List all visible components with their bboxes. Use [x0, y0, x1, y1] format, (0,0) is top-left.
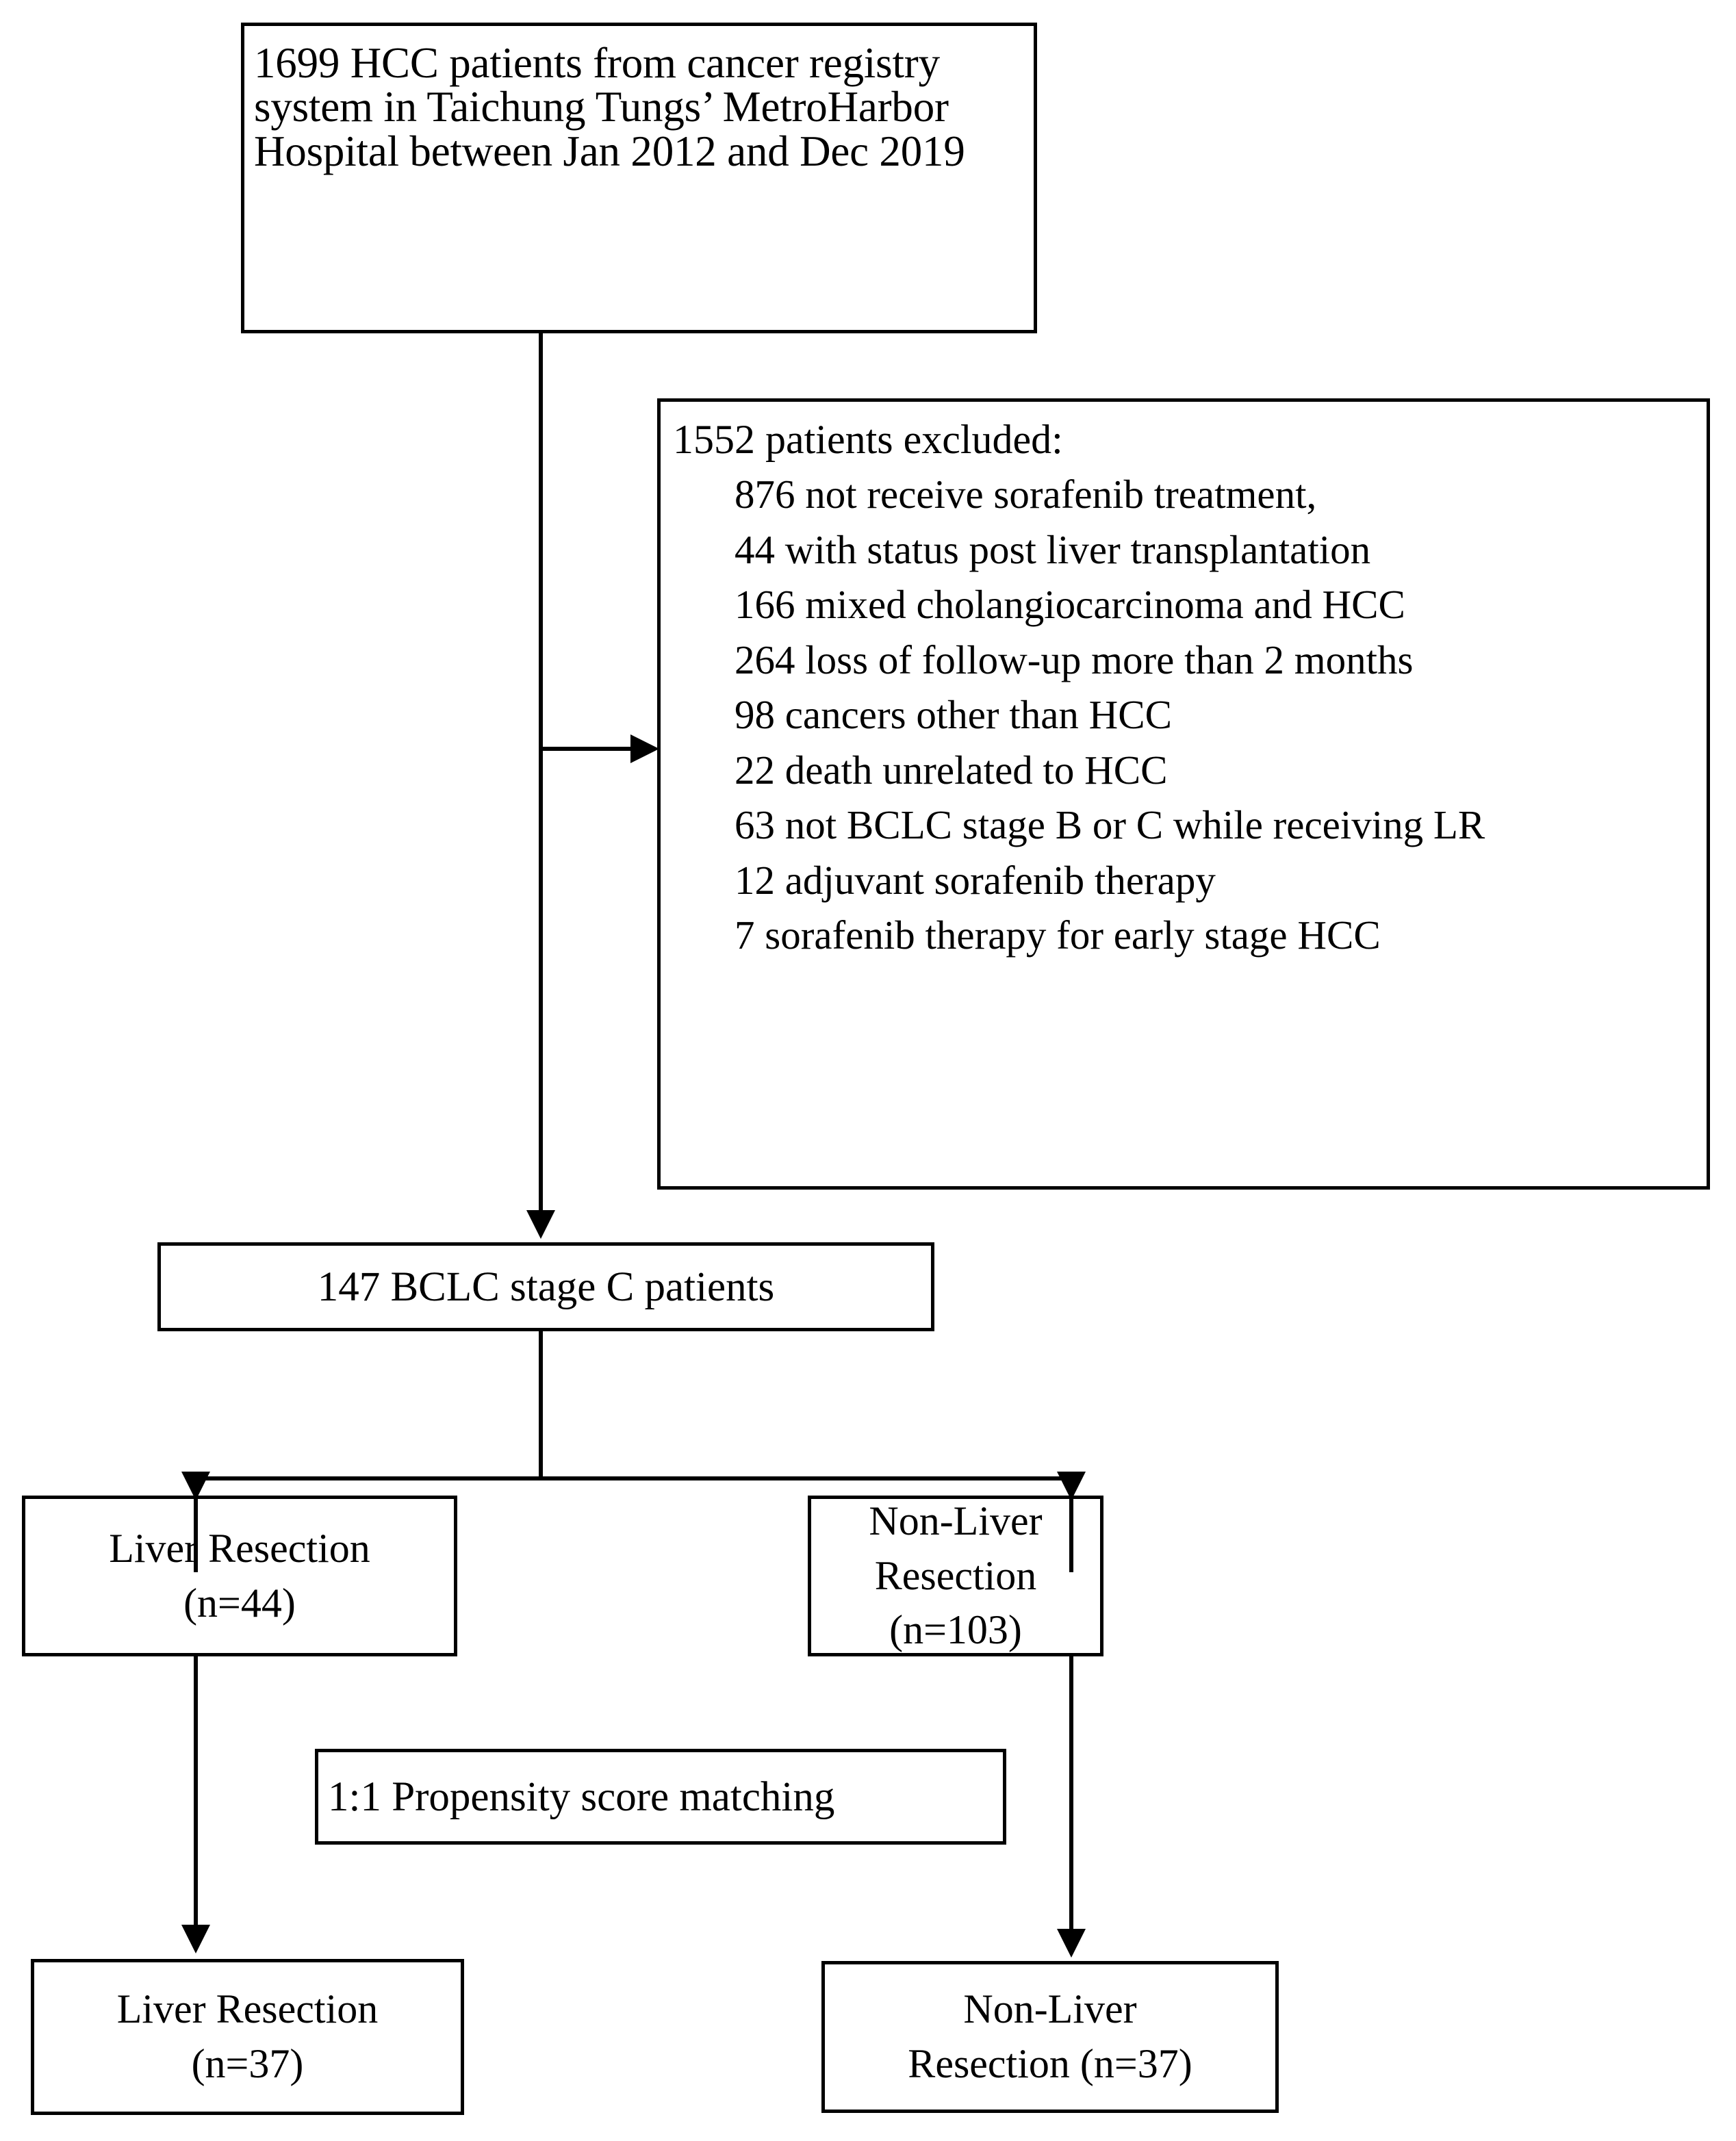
connector-bus-to-liver-resection: [194, 1476, 198, 1572]
arrowhead-non-liver-resection-postmatch: [1057, 1929, 1086, 1958]
list-item: 264 loss of follow-up more than 2 months: [735, 637, 1414, 682]
arrowhead-trunk-to-excluded: [630, 734, 659, 763]
node-propensity-score-matching-text: 1:1 Propensity score matching: [328, 1773, 835, 1820]
arrowhead-liver-resection-postmatch: [181, 1925, 210, 1953]
list-item: 876 not receive sorafenib treatment,: [735, 472, 1317, 517]
node-included-cohort: 147 BCLC stage C patients: [157, 1242, 934, 1331]
connector-split-bus: [194, 1476, 1073, 1480]
node-propensity-score-matching: 1:1 Propensity score matching: [315, 1749, 1006, 1845]
node-source-population-text: 1699 HCC patients from cancer registry s…: [254, 39, 965, 175]
connector-source-to-cohort: [539, 333, 543, 1211]
node-liver-resection-prematch: Liver Resection (n=44): [22, 1496, 457, 1656]
list-item: 166 mixed cholangiocarcinoma and HCC: [735, 582, 1405, 628]
list-item: 44 with status post liver transplantatio…: [735, 526, 1371, 572]
list-item: 12 adjuvant sorafenib therapy: [735, 857, 1216, 903]
arrowhead-bus-to-non-liver-resection: [1057, 1472, 1086, 1500]
node-included-cohort-text: 147 BCLC stage C patients: [317, 1264, 775, 1310]
connector-non-liver-resection-prematch-to-postmatch: [1069, 1656, 1073, 1934]
arrowhead-source-to-cohort: [526, 1210, 555, 1239]
connector-cohort-dropdown: [539, 1331, 543, 1480]
node-excluded-patients: 1552 patients excluded: 876 not receive …: [657, 398, 1710, 1190]
node-non-liver-resection-prematch-text: Non-Liver Resection (n=103): [869, 1498, 1043, 1653]
node-non-liver-resection-postmatch-text: Non-Liver Resection (n=37): [908, 1986, 1192, 2086]
list-item: 63 not BCLC stage B or C while receiving…: [735, 802, 1485, 848]
node-liver-resection-postmatch-text: Liver Resection (n=37): [116, 1986, 379, 2086]
node-liver-resection-prematch-text: Liver Resection (n=44): [109, 1525, 370, 1626]
node-source-population: 1699 HCC patients from cancer registry s…: [241, 23, 1037, 333]
excluded-header: 1552 patients excluded:: [673, 417, 1063, 462]
list-item: 98 cancers other than HCC: [735, 692, 1172, 738]
arrowhead-bus-to-liver-resection: [181, 1472, 210, 1500]
connector-bus-to-non-liver-resection: [1069, 1476, 1073, 1572]
excluded-reason-list: 876 not receive sorafenib treatment, 44 …: [673, 467, 1698, 963]
connector-liver-resection-prematch-to-postmatch: [194, 1656, 198, 1930]
list-item: 7 sorafenib therapy for early stage HCC: [735, 912, 1381, 958]
node-non-liver-resection-postmatch: Non-Liver Resection (n=37): [821, 1961, 1279, 2113]
node-non-liver-resection-prematch: Non-Liver Resection (n=103): [808, 1496, 1103, 1656]
connector-trunk-to-excluded: [539, 747, 635, 751]
list-item: 22 death unrelated to HCC: [735, 747, 1168, 793]
node-liver-resection-postmatch: Liver Resection (n=37): [31, 1959, 464, 2115]
